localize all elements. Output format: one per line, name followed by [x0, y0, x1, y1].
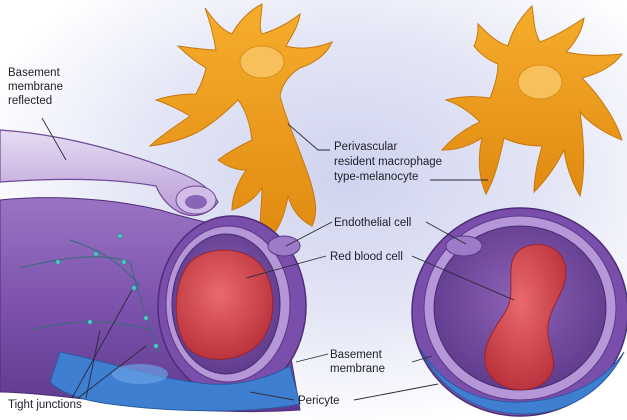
left-macrophage-nucleus [240, 46, 284, 78]
label-pericyte: Pericyte [298, 395, 340, 407]
left-vessel [0, 198, 306, 412]
label-red-blood-cell: Red blood cell [330, 251, 403, 263]
label-tight-junctions: Tight junctions [8, 399, 82, 411]
right-vessel [412, 208, 627, 416]
right-macrophage-nucleus [518, 65, 562, 99]
left-red-blood-cell [176, 250, 273, 359]
label-endothelial-cell: Endothelial cell [334, 217, 411, 229]
